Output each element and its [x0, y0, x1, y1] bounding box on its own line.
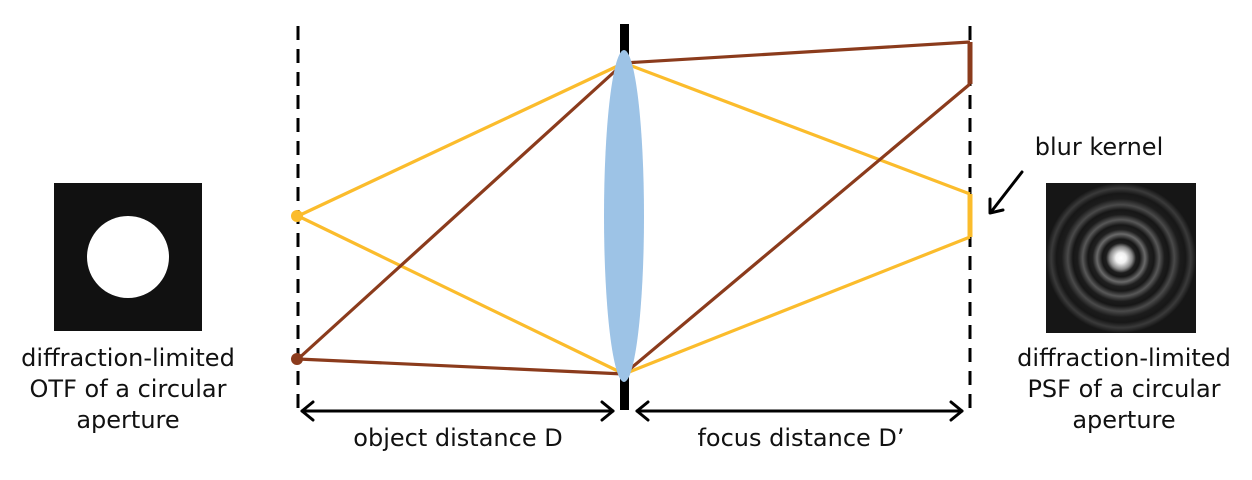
airy-pattern-icon [1046, 183, 1196, 333]
brown-ray [296, 61, 626, 361]
brown-ray-bundle [296, 40, 972, 376]
focus-distance-label: focus distance D’ [697, 424, 905, 452]
otf-caption: diffraction-limited OTF of a circular ap… [0, 343, 256, 436]
lens [604, 50, 644, 382]
blur-kernel-arrow [988, 170, 1024, 215]
psf-caption-line-2: PSF of a circular [1027, 375, 1221, 403]
yellow-ray-bundle [297, 61, 971, 376]
otf-image [54, 183, 202, 331]
focus-distance-arrowhead-left [635, 400, 650, 422]
otf-caption-line-1: diffraction-limited [21, 344, 235, 372]
brown-ray [297, 357, 625, 376]
yellow-ray [623, 235, 971, 376]
brown-ray [622, 82, 972, 376]
yellow-point-source [291, 210, 303, 222]
blur-kernel-arrowhead [988, 197, 1005, 215]
otf-caption-line-3: aperture [76, 406, 180, 434]
object-distance-arrowhead-left [300, 400, 315, 422]
psf-caption: diffraction-limited PSF of a circular ap… [996, 343, 1252, 436]
focus-distance-arrowhead-right [949, 400, 964, 422]
yellow-ray [297, 61, 625, 218]
otf-disk [87, 216, 169, 298]
yellow-ray [623, 61, 971, 196]
yellow-ray [297, 214, 625, 376]
brown-point-source [291, 353, 303, 365]
psf-image [1046, 183, 1196, 333]
psf-caption-line-3: aperture [1072, 406, 1176, 434]
object-distance-arrowhead-right [600, 400, 615, 422]
blur-kernel-label: blur kernel [1034, 133, 1164, 161]
object-distance-label: object distance D [353, 424, 563, 452]
focus-distance-arrow [635, 400, 964, 422]
brown-ray [623, 40, 971, 65]
psf-caption-line-1: diffraction-limited [1017, 344, 1231, 372]
otf-caption-line-2: OTF of a circular [29, 375, 227, 403]
blur-kernel-arrow-shaft [989, 170, 1024, 214]
object-distance-arrow [300, 400, 615, 422]
